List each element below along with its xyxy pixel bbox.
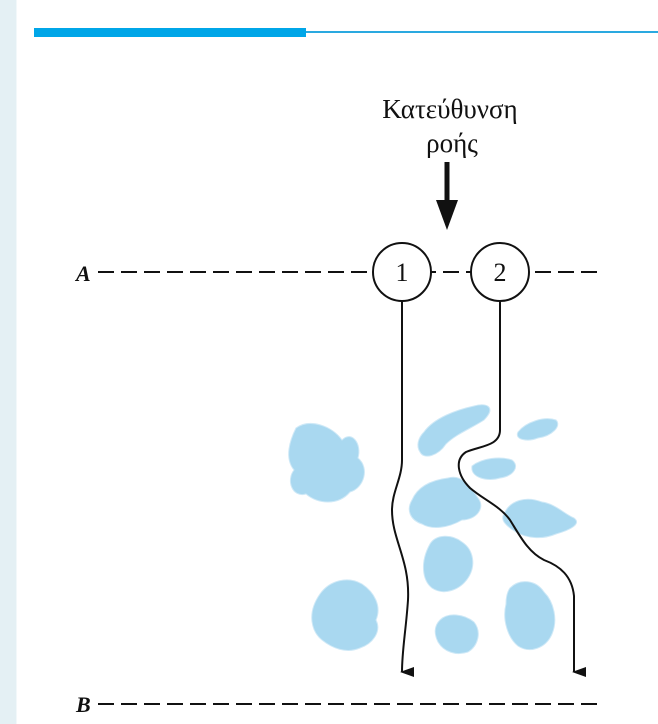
flow-direction-label: Κατεύθυνση — [382, 94, 517, 124]
grain — [504, 581, 556, 650]
particle-2-circle — [470, 242, 530, 302]
grain — [434, 614, 479, 655]
particle-1-label: 1 — [396, 258, 409, 287]
line-a-label: A — [74, 261, 91, 286]
flow-direction-arrowhead — [436, 200, 458, 230]
top-accent-bar — [34, 28, 306, 37]
particle-1-circle — [372, 242, 432, 302]
line-b-label: B — [75, 692, 91, 717]
grain — [471, 457, 516, 480]
grain — [408, 476, 482, 528]
grain — [423, 535, 474, 593]
particle-2-path — [457, 300, 586, 677]
sand-grains — [288, 404, 578, 655]
grain — [502, 498, 578, 539]
particle-1-path — [390, 300, 415, 678]
grain — [516, 418, 559, 441]
grain — [288, 423, 365, 503]
particle-2-label: 2 — [494, 258, 507, 287]
flow-direction-label-2: ροής — [426, 128, 478, 158]
grain — [417, 404, 491, 457]
grain — [311, 579, 379, 651]
